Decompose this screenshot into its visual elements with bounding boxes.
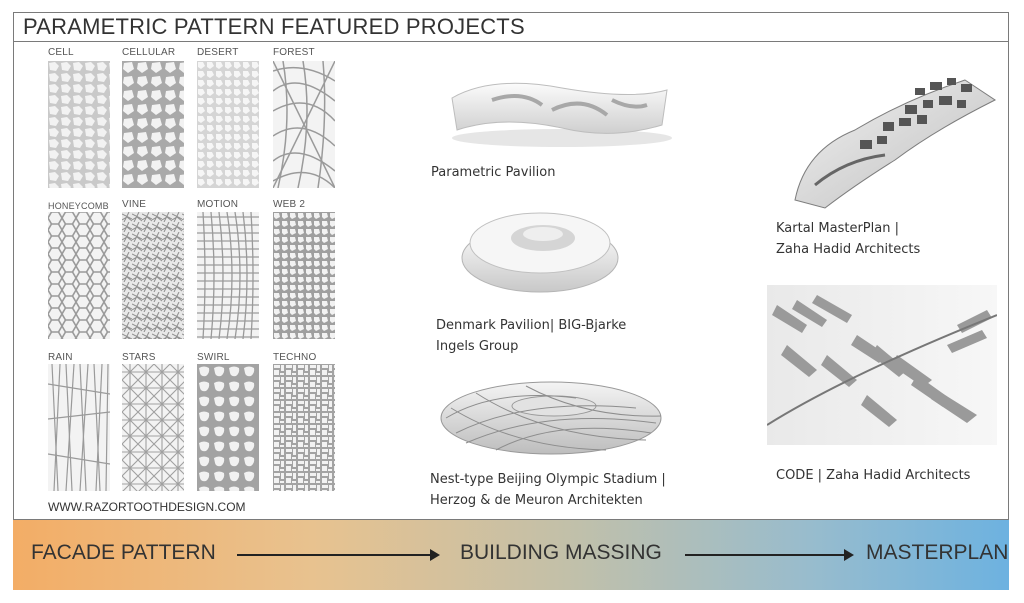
arrow-right-icon [237, 549, 440, 561]
pattern-label-techno: TECHNO [273, 352, 317, 363]
pattern-swatch-stars [122, 364, 184, 491]
pattern-swatch-forest [273, 61, 335, 188]
pattern-label-rain: RAIN [48, 352, 73, 363]
caption-kartal-masterplan: Kartal MasterPlan | Zaha Hadid Architect… [776, 218, 920, 260]
pattern-label-cellular: CELLULAR [122, 47, 176, 58]
pattern-label-web2: WEB 2 [273, 199, 306, 210]
stage-building-massing: BUILDING MASSING [460, 541, 662, 564]
pattern-swatch-swirl [197, 364, 259, 491]
website-credit: WWW.RAZORTOOTHDESIGN.COM [48, 500, 246, 514]
pattern-label-vine: VINE [122, 199, 147, 210]
pattern-swatch-cell [48, 61, 110, 188]
pattern-swatch-cellular [122, 61, 184, 188]
pattern-label-desert: DESERT [197, 47, 239, 58]
pattern-label-cell: CELL [48, 47, 74, 58]
pattern-swatch-motion [197, 212, 259, 339]
pattern-swatch-techno [273, 364, 335, 491]
caption-kartal-line2: Zaha Hadid Architects [776, 242, 921, 257]
arrow-right-icon [685, 549, 854, 561]
page-title: PARAMETRIC PATTERN FEATURED PROJECTS [23, 14, 525, 39]
denmark-pavilion-image [455, 198, 625, 298]
caption-beijing-line1: Nest-type Beijing Olympic Stadium | [430, 472, 666, 487]
parametric-pavilion-image [432, 70, 672, 150]
pattern-swatch-rain [48, 364, 110, 491]
caption-denmark-line1: Denmark Pavilion| BIG-Bjarke [436, 318, 627, 333]
beijing-stadium-image [436, 378, 666, 460]
pattern-swatch-honeycomb [48, 212, 110, 339]
caption-denmark-pavilion: Denmark Pavilion| BIG-Bjarke Ingels Grou… [436, 315, 626, 357]
caption-kartal-line1: Kartal MasterPlan | [776, 221, 899, 236]
pattern-swatch-desert [197, 61, 259, 188]
caption-beijing-line2: Herzog & de Meuron Architekten [430, 493, 643, 508]
stage-masterplan: MASTERPLAN [866, 541, 1009, 564]
code-masterplan-image [767, 285, 997, 445]
caption-beijing-stadium: Nest-type Beijing Olympic Stadium | Herz… [430, 469, 666, 511]
pattern-label-forest: FOREST [273, 47, 315, 58]
title-divider [13, 41, 1009, 42]
pattern-swatch-web2 [273, 212, 335, 339]
stage-facade-pattern: FACADE PATTERN [31, 541, 216, 564]
pattern-label-swirl: SWIRL [197, 352, 230, 363]
caption-parametric-pavilion: Parametric Pavilion [431, 165, 556, 180]
pattern-swatch-vine [122, 212, 184, 339]
caption-denmark-line2: Ingels Group [436, 339, 519, 354]
kartal-masterplan-image [765, 60, 1000, 210]
pattern-label-honeycomb: HONEYCOMB [48, 201, 109, 211]
pattern-label-stars: STARS [122, 352, 156, 363]
caption-code: CODE | Zaha Hadid Architects [776, 468, 971, 483]
pattern-label-motion: MOTION [197, 199, 239, 210]
